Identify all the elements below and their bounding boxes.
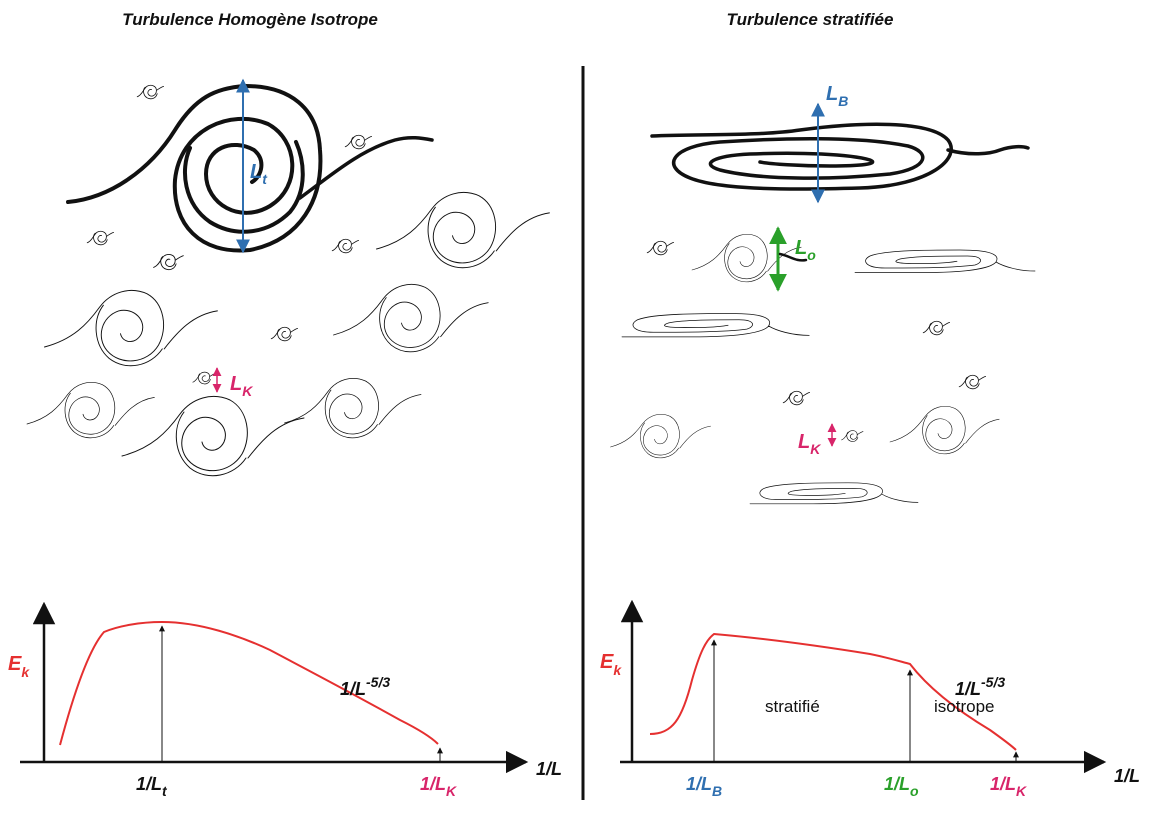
- small-eddy: [889, 405, 1000, 455]
- left-tick-lt: 1/Lt: [136, 774, 168, 799]
- tiny-eddy: [922, 320, 950, 336]
- lk-label-right: LK: [798, 431, 821, 457]
- right-tick-lb: 1/LB: [686, 774, 722, 799]
- right-spectrum-plot: Ek 1/L 1/L-5/3 stratifié isotrope 1/LB 1…: [600, 599, 1140, 799]
- tiny-eddy: [646, 240, 674, 256]
- right-tick-lo: 1/Lo: [884, 774, 919, 799]
- small-eddy: [26, 381, 155, 439]
- left-spectrum-curve: [59, 620, 439, 746]
- tiny-eddy: [344, 134, 373, 150]
- tiny-eddy: [192, 371, 217, 385]
- left-x-axis-label: 1/L: [536, 759, 562, 779]
- small-eddy: [610, 413, 711, 459]
- flat-eddy: [621, 313, 810, 338]
- small-eddy: [284, 377, 422, 439]
- tiny-eddy: [331, 238, 360, 254]
- lo-label: Lo: [795, 237, 816, 263]
- tiny-eddy: [136, 84, 165, 100]
- right-ek-label: Ek: [600, 651, 622, 678]
- regime-isotropic-label: isotrope: [934, 697, 994, 716]
- flat-eddy: [749, 482, 919, 505]
- regime-stratified-label: stratifié: [765, 697, 820, 716]
- tiny-eddy: [86, 230, 114, 246]
- right-tick-lk: 1/LK: [990, 774, 1027, 799]
- large-flat-eddy: [650, 122, 1030, 191]
- ozmidov-eddy: [691, 233, 802, 283]
- medium-eddy: [121, 395, 305, 477]
- tiny-eddy: [841, 430, 864, 442]
- right-x-axis-label: 1/L: [1114, 766, 1140, 786]
- lk-label-left: LK: [230, 373, 253, 399]
- right-panel-title: Turbulence stratifiée: [727, 10, 894, 29]
- tiny-eddy: [782, 390, 810, 406]
- medium-eddy: [333, 283, 489, 353]
- left-tick-lk: 1/LK: [420, 774, 457, 799]
- right-spectrum-curve: [649, 632, 1017, 751]
- left-spectrum-plot: Ek 1/L 1/L-5/3 1/Lt 1/LK: [8, 601, 562, 799]
- tiny-eddy: [153, 254, 184, 271]
- lo-leader: [778, 252, 808, 262]
- tiny-eddy: [958, 374, 986, 390]
- right-slope-label: 1/L-5/3: [955, 674, 1005, 699]
- lb-label: LB: [826, 83, 848, 109]
- medium-eddy: [44, 289, 218, 367]
- medium-eddy: [376, 191, 550, 269]
- left-panel-title: Turbulence Homogène Isotrope: [122, 10, 378, 29]
- lt-label: Lt: [250, 161, 268, 187]
- flat-eddy: [854, 249, 1036, 273]
- tiny-eddy: [270, 326, 299, 342]
- left-slope-label: 1/L-5/3: [340, 674, 390, 699]
- left-ek-label: Ek: [8, 653, 30, 680]
